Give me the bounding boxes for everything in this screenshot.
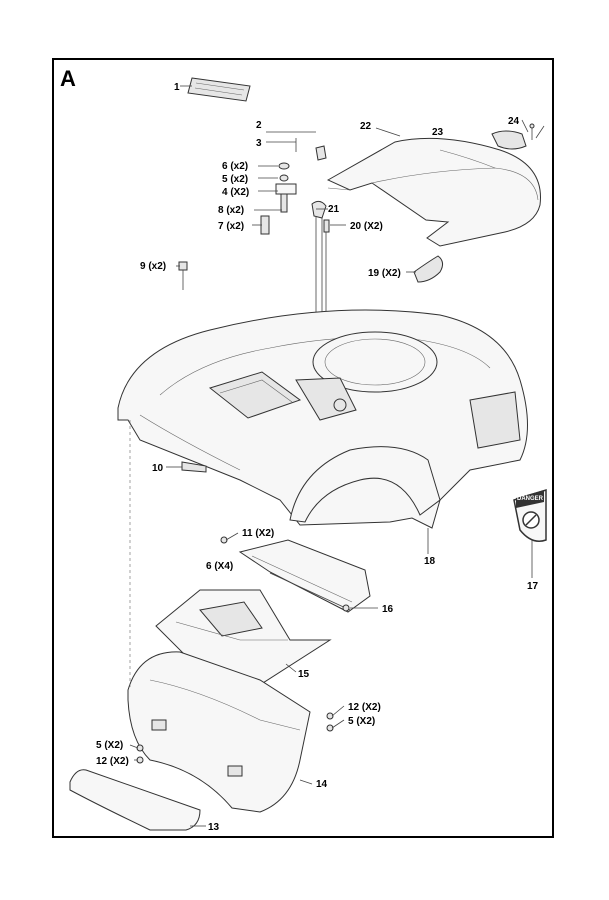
callout-labels: 1 2 3 6 (x2) 5 (x2) 4 (X2) 8 (x2) 7 (x2)… bbox=[96, 82, 539, 833]
callout-12a: 12 (X2) bbox=[348, 702, 381, 713]
section-letter: A bbox=[60, 66, 76, 91]
callout-12b: 12 (X2) bbox=[96, 756, 129, 767]
callout-4: 4 (X2) bbox=[222, 187, 249, 198]
callout-5: 5 (x2) bbox=[222, 174, 248, 185]
callout-6b: 6 (X4) bbox=[206, 561, 233, 572]
callout-13: 13 bbox=[208, 822, 220, 833]
callout-16: 16 bbox=[382, 604, 394, 615]
callout-15: 15 bbox=[298, 669, 310, 680]
callout-14: 14 bbox=[316, 779, 328, 790]
callout-11: 11 (X2) bbox=[242, 528, 274, 539]
hardware-stack bbox=[178, 138, 330, 380]
part-19-handle bbox=[413, 255, 444, 283]
part-23-top-lid bbox=[326, 137, 541, 247]
leader-lines bbox=[129, 85, 533, 827]
callout-8: 8 (x2) bbox=[218, 205, 244, 216]
diagram-frame bbox=[52, 58, 554, 838]
callout-5a: 5 (X2) bbox=[348, 716, 375, 727]
callout-7: 7 (x2) bbox=[218, 221, 244, 232]
callout-17: 17 bbox=[527, 581, 539, 592]
callout-3: 3 bbox=[256, 138, 262, 149]
callout-2: 2 bbox=[256, 120, 262, 131]
callout-21: 21 bbox=[328, 204, 340, 215]
part-24-clip bbox=[491, 123, 545, 150]
callout-20: 20 (X2) bbox=[350, 221, 383, 232]
callout-10: 10 bbox=[152, 463, 164, 474]
callout-23: 23 bbox=[432, 127, 444, 138]
part-13-lower-trim bbox=[69, 769, 201, 831]
callout-9: 9 (x2) bbox=[140, 261, 166, 272]
part-17-danger-sticker: DANGER bbox=[513, 488, 547, 542]
danger-sticker-title: DANGER bbox=[517, 496, 544, 502]
part-18-body-shell bbox=[117, 309, 528, 529]
part-14-front-bumper bbox=[127, 651, 334, 813]
part-1-decal bbox=[187, 77, 251, 102]
callout-6: 6 (x2) bbox=[222, 161, 248, 172]
part-16-bar bbox=[220, 536, 371, 613]
callout-18: 18 bbox=[424, 556, 436, 567]
callout-1: 1 bbox=[174, 82, 180, 93]
callout-5b: 5 (X2) bbox=[96, 740, 123, 751]
callout-22: 22 bbox=[360, 121, 372, 132]
callout-24: 24 bbox=[508, 116, 520, 127]
callout-19: 19 (X2) bbox=[368, 268, 401, 279]
